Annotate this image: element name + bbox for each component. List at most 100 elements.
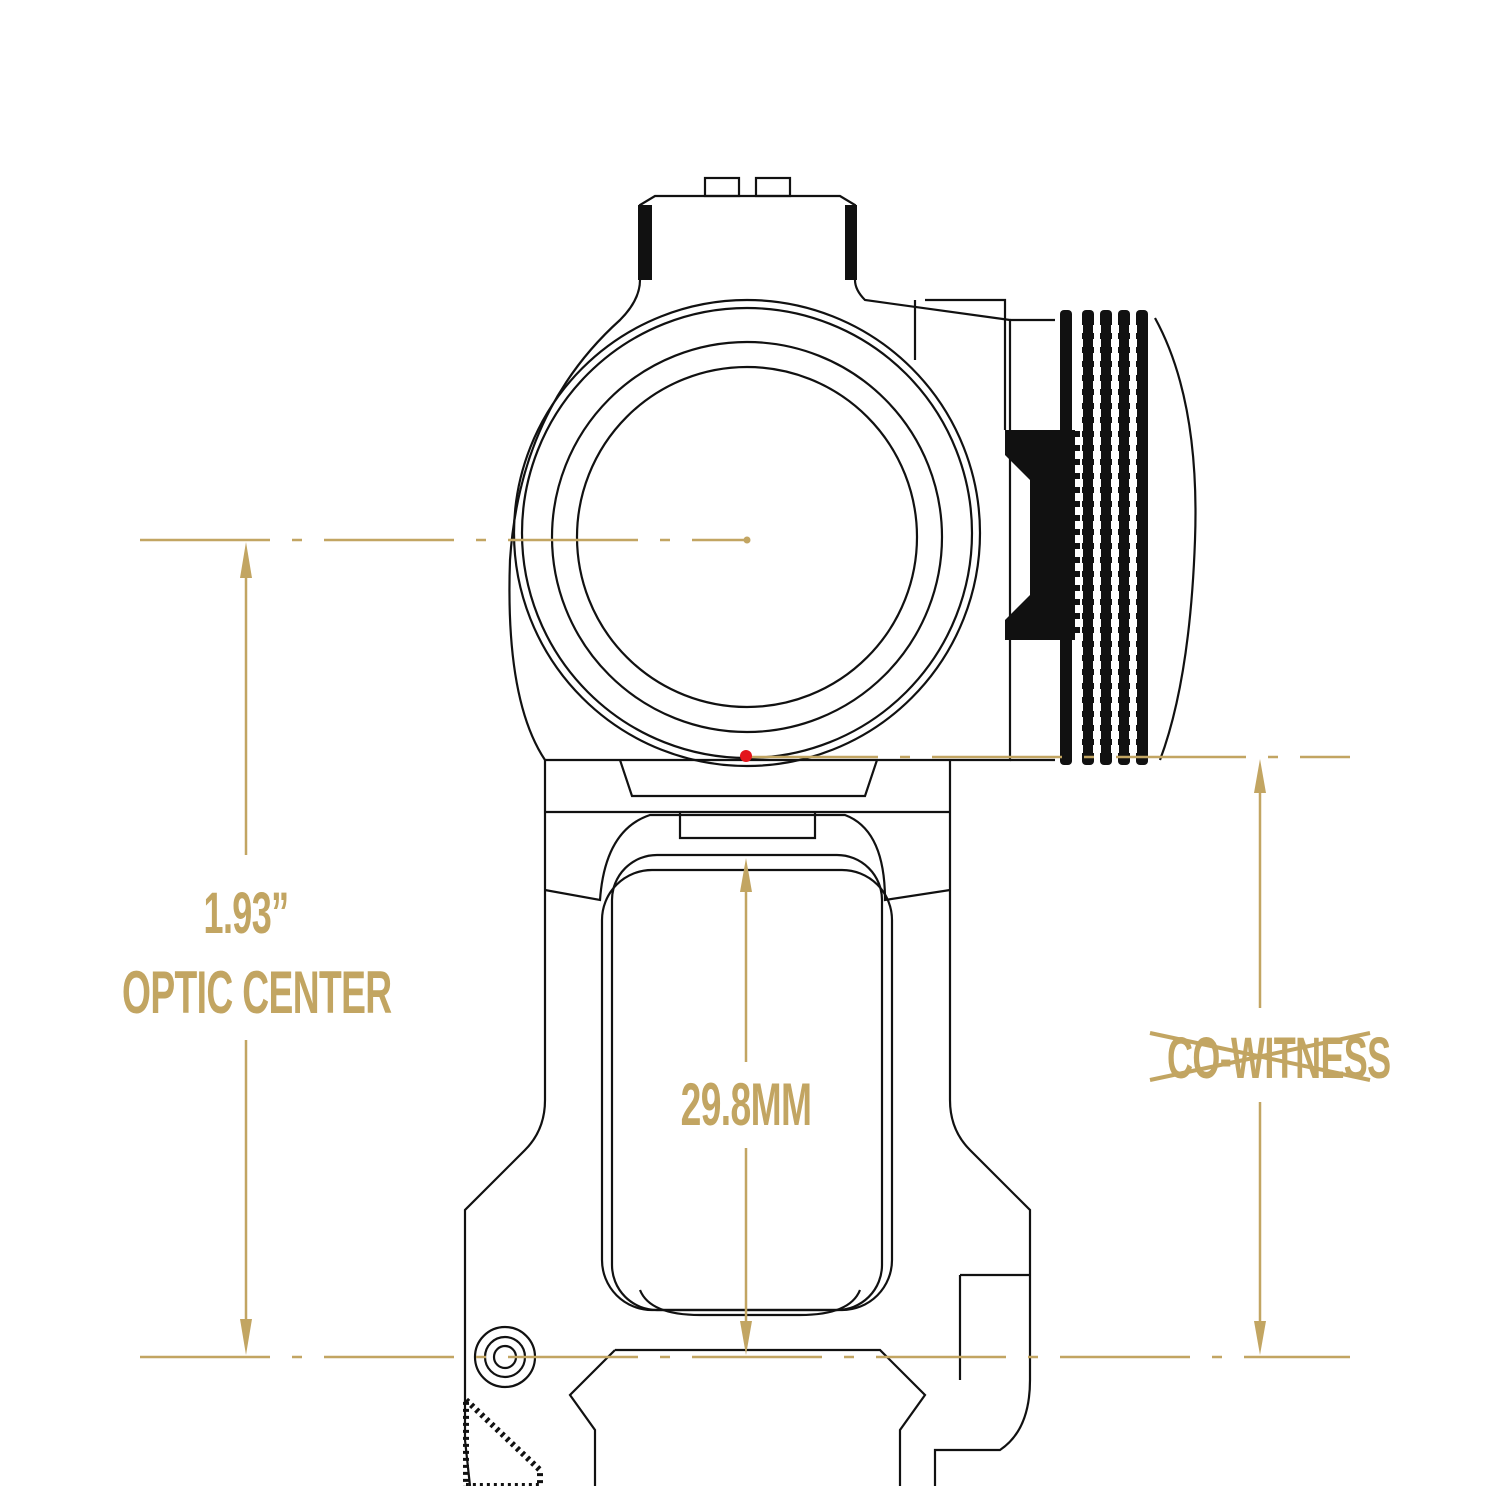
knurl-cell: [1129, 535, 1137, 543]
knurl-ridge: [1100, 310, 1112, 765]
knurl-cell: [1075, 689, 1083, 697]
dimension-lines: [140, 536, 1350, 1359]
knurl-cell: [1111, 465, 1119, 473]
knurl-cell: [1129, 647, 1137, 655]
knurl-cell: [1093, 661, 1101, 669]
knurl-cell: [1093, 423, 1101, 431]
knurl-cell: [1075, 451, 1083, 459]
knurl-cell: [1111, 409, 1119, 417]
knurl-cell: [1075, 535, 1083, 543]
knurl-cell: [1093, 521, 1101, 529]
knurl-cell: [1111, 717, 1119, 725]
knurl-cell: [1111, 619, 1119, 627]
knurl-cell: [1093, 451, 1101, 459]
knurl-cell: [1093, 731, 1101, 739]
knurl-cell: [1093, 339, 1101, 347]
knurl-cell: [1093, 745, 1101, 753]
knurl-cell: [1129, 437, 1137, 445]
knurl-ridge: [1118, 310, 1130, 765]
knurl-cell: [1129, 465, 1137, 473]
knurl-cell: [1093, 591, 1101, 599]
knurl-cell: [1129, 675, 1137, 683]
knurl-cell: [1129, 605, 1137, 613]
brightness-knob: [1005, 310, 1197, 765]
knurl-cell: [1111, 437, 1119, 445]
knurl-cell: [1111, 745, 1119, 753]
knurl-cell: [1093, 647, 1101, 655]
knurl-cell: [1093, 367, 1101, 375]
knurl-cell: [1075, 633, 1083, 641]
knurl-cell: [1093, 465, 1101, 473]
knurl-cell: [1111, 507, 1119, 515]
top-turret: [638, 176, 857, 280]
knurl-ridge: [1136, 310, 1148, 765]
knurl-cell: [1075, 661, 1083, 669]
knurl-cell: [1111, 479, 1119, 487]
knurl-cell: [1129, 353, 1137, 361]
knurl-cell: [1129, 563, 1137, 571]
knurl-cell: [1129, 745, 1137, 753]
knurl-cell: [1111, 731, 1119, 739]
knurl-cell: [1129, 451, 1137, 459]
knurl-cell: [1075, 423, 1083, 431]
optic-housing: [508, 279, 1012, 768]
knurl-cell: [1075, 717, 1083, 725]
knurl-cell: [1111, 661, 1119, 669]
knurl-cell: [1093, 353, 1101, 361]
knurl-cell: [1111, 689, 1119, 697]
knurl-cell: [1075, 493, 1083, 501]
knurl-cell: [1075, 549, 1083, 557]
knurl-cell: [1111, 549, 1119, 557]
knurl-cell: [1129, 689, 1137, 697]
knurl-cell: [1075, 745, 1083, 753]
knurl-cell: [1093, 619, 1101, 627]
knurl-cell: [1075, 325, 1083, 333]
knurl-cell: [1075, 647, 1083, 655]
knurl-cell: [1075, 619, 1083, 627]
knurl-cell: [1111, 563, 1119, 571]
knurl-cell: [1129, 549, 1137, 557]
knurl-cell: [1093, 325, 1101, 333]
knurl-cell: [1111, 395, 1119, 403]
knurl-cell: [1075, 591, 1083, 599]
knurl-cell: [1129, 717, 1137, 725]
knurl-cell: [1075, 577, 1083, 585]
knurl-cell: [1111, 633, 1119, 641]
knurl-cell: [1075, 675, 1083, 683]
knurl-cell: [1093, 689, 1101, 697]
knurl-cell: [1093, 535, 1101, 543]
knurl-cell: [1075, 479, 1083, 487]
knurl-cell: [1129, 381, 1137, 389]
knurl-cell: [1111, 605, 1119, 613]
knurl-cell: [1093, 633, 1101, 641]
knurl-cell: [1111, 381, 1119, 389]
optic-center-point: [743, 536, 751, 544]
knurl-cell: [1111, 493, 1119, 501]
knurl-cell: [1129, 507, 1137, 515]
knurl-cell: [1075, 409, 1083, 417]
knurl-ridge: [1082, 310, 1094, 765]
knurl-cell: [1075, 353, 1083, 361]
knurl-cell: [1111, 451, 1119, 459]
knurl-cell: [1129, 367, 1137, 375]
knurl-cell: [1129, 395, 1137, 403]
knurl-cell: [1075, 367, 1083, 375]
knurl-cell: [1129, 577, 1137, 585]
knurl-cell: [1093, 605, 1101, 613]
optic-center-label: OPTIC CENTER: [122, 959, 392, 1026]
knurl-cell: [1129, 521, 1137, 529]
knurl-cell: [1129, 731, 1137, 739]
knurl-cell: [1111, 535, 1119, 543]
knurl-cell: [1093, 563, 1101, 571]
knurl-cell: [1129, 703, 1137, 711]
knurl-cell: [1129, 339, 1137, 347]
window-height-label: 29.8MM: [680, 1071, 812, 1138]
knurl-cell: [1075, 395, 1083, 403]
knurl-cell: [1093, 437, 1101, 445]
knurl-cell: [1093, 703, 1101, 711]
knurl-cell: [1075, 465, 1083, 473]
knurl-cell: [1093, 549, 1101, 557]
knurl-cell: [1075, 507, 1083, 515]
knurl-cell: [1111, 591, 1119, 599]
